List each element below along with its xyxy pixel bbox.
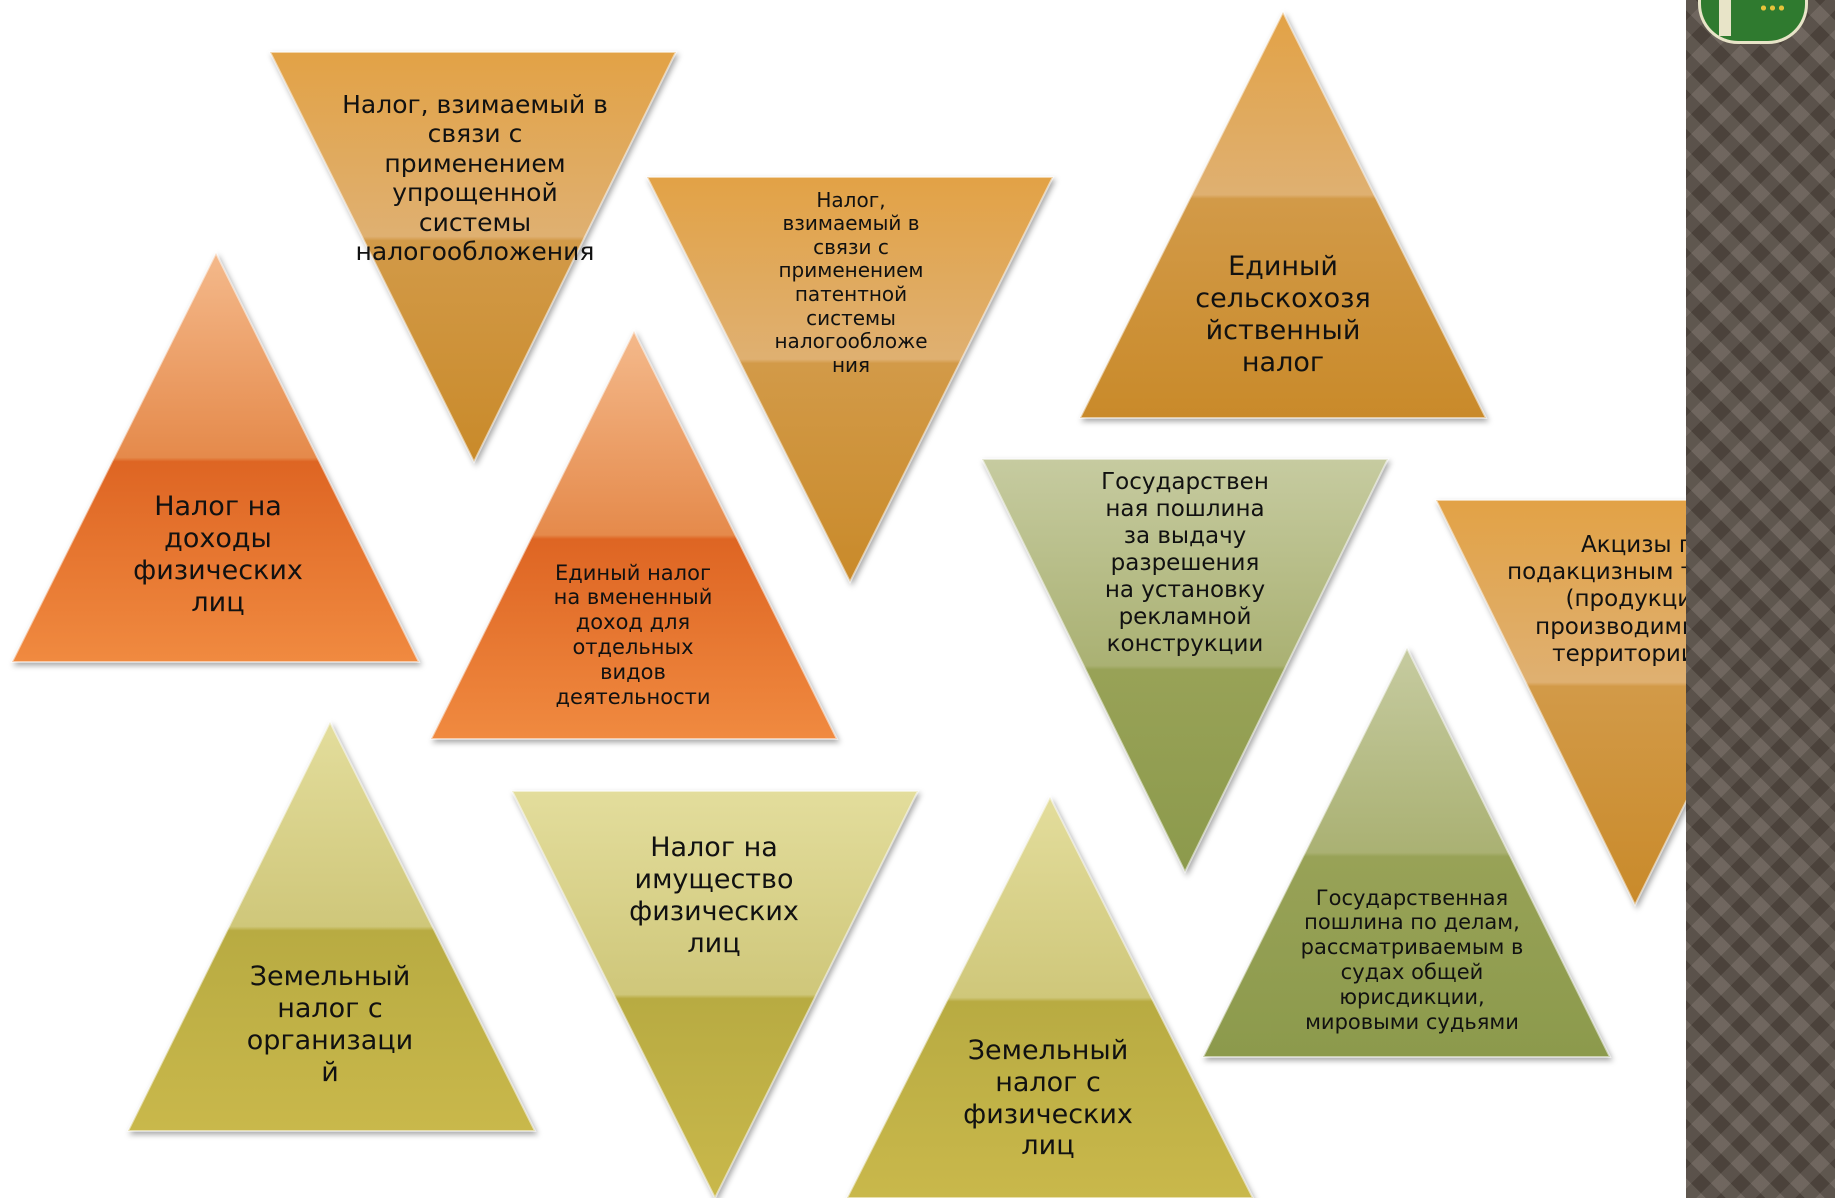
triangle-text-zemelny_fl: Земельный налог с физических лиц [963,1034,1133,1162]
triangle-label-envd: Единый налог на вмененный доход для отде… [538,550,728,720]
triangle-text-ndfl: Налог на доходы физических лиц [133,491,303,618]
triangle-text-usn: Налог, взимаемый в связи с применением у… [342,89,608,267]
triangle-label-usn: Налог, взимаемый в связи с применением у… [330,68,620,288]
triangle-label-poshlina_sud: Государственная пошлина по делам, рассма… [1262,865,1562,1055]
triangle-envd [429,328,839,740]
emblem-stripe [1719,0,1731,36]
triangle-label-imushestvo_fl: Налог на имущество физических лиц [612,826,816,966]
triangle-text-zemelny_org: Земельный налог с организаци й [246,961,414,1088]
triangle-usn [268,51,678,465]
triangle-poshlina_reklama [980,458,1390,875]
triangle-label-poshlina_reklama: Государствен ная пошлина за выдачу разре… [1080,456,1290,671]
decorative-sidebar [1686,0,1835,1198]
triangle-label-zemelny_fl: Земельный налог с физических лиц [948,1026,1148,1171]
triangle-poshlina_sud [1201,645,1612,1058]
triangle-label-patent: Налог, взимаемый в связи с применением п… [742,168,960,398]
triangle-patent [645,176,1055,585]
emblem-logo [1698,0,1808,44]
triangle-label-eshn: Единый сельскохозя йственный налог [1170,245,1396,385]
emblem-dots [1759,4,1785,12]
triangle-imushestvo_fl [510,790,920,1198]
triangle-text-envd: Единый налог на вмененный доход для отде… [553,560,713,709]
triangle-text-poshlina_reklama: Государствен ная пошлина за выдачу разре… [1101,468,1269,658]
triangle-text-imushestvo_fl: Налог на имущество физических лиц [629,832,799,959]
triangle-text-eshn: Единый сельскохозя йственный налог [1195,251,1371,378]
triangle-zemelny_org [126,719,537,1132]
triangle-label-zemelny_org: Земельный налог с организаци й [238,955,422,1095]
triangle-text-poshlina_sud: Государственная пошлина по делам, рассма… [1300,885,1524,1034]
triangle-ndfl [10,250,421,663]
triangle-zemelny_fl [845,794,1255,1198]
triangle-label-ndfl: Налог на доходы физических лиц [120,485,316,625]
triangle-text-patent: Налог, взимаемый в связи с применением п… [774,187,928,377]
triangle-eshn [1078,9,1488,419]
